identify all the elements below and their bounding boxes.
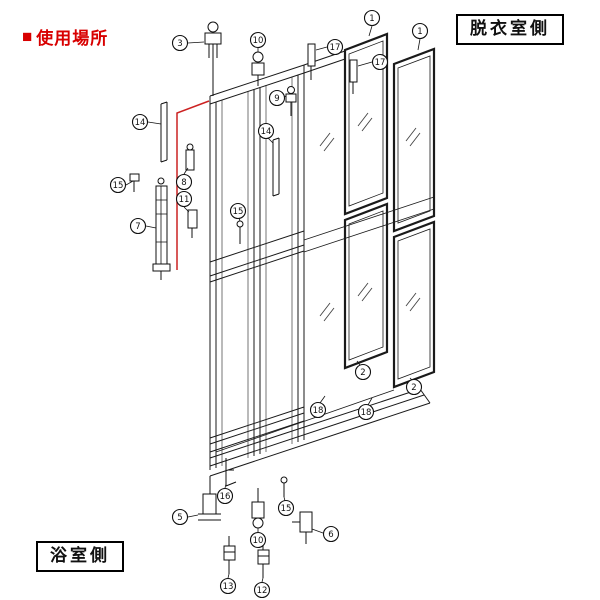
callout-16: 16 [216, 487, 234, 505]
callout-14b: 14 [257, 122, 275, 140]
svg-text:16: 16 [220, 492, 231, 502]
part-clip-16 [225, 458, 237, 487]
svg-text:5: 5 [177, 513, 182, 523]
callout-5: 5 [171, 508, 189, 526]
callout-2a: 2 [354, 363, 372, 381]
svg-text:15: 15 [281, 504, 292, 514]
callout-2b: 2 [405, 378, 423, 396]
callout-13: 13 [219, 577, 237, 595]
part-lock-bar-7 [152, 177, 171, 280]
part-clip-17b [349, 59, 358, 94]
callout-18b: 18 [357, 403, 375, 421]
svg-text:15: 15 [113, 181, 124, 191]
svg-text:6: 6 [328, 530, 333, 540]
callout-7: 7 [129, 217, 147, 235]
bottom-track [209, 388, 431, 477]
svg-text:2: 2 [411, 383, 416, 393]
svg-text:13: 13 [223, 582, 234, 592]
svg-text:12: 12 [257, 586, 268, 596]
hardware-parts [129, 21, 358, 578]
usage-location-legend: ■ 使用場所 [22, 24, 108, 49]
svg-text:14: 14 [261, 127, 272, 137]
red-highlight-outline [176, 100, 210, 270]
svg-text:1: 1 [417, 27, 422, 37]
svg-text:14: 14 [135, 118, 146, 128]
svg-text:15: 15 [233, 207, 244, 217]
callout-8: 8 [175, 173, 193, 191]
part-clip-17a [307, 43, 316, 80]
svg-text:1: 1 [369, 14, 374, 24]
part-bottom-guide-5 [198, 476, 221, 521]
part-guide-13 [223, 536, 236, 574]
svg-text:18: 18 [361, 408, 372, 418]
svg-text:8: 8 [181, 178, 186, 188]
svg-text:10: 10 [253, 536, 264, 546]
glass-panels [343, 32, 436, 389]
dressing-room-side-label: 脱衣室側 [456, 14, 564, 45]
svg-text:10: 10 [253, 36, 264, 46]
part-top-roller-3 [204, 21, 222, 96]
callout-10a: 10 [249, 31, 267, 49]
callout-15b: 15 [229, 202, 247, 220]
part-bracket-9 [285, 86, 297, 116]
callout-18a: 18 [309, 401, 327, 419]
part-screw-15a [129, 173, 140, 192]
callout-15c: 15 [277, 499, 295, 517]
callout-3: 3 [171, 34, 189, 52]
part-bottom-roller-10 [251, 488, 265, 529]
part-channel-14a [160, 101, 168, 163]
svg-text:9: 9 [274, 94, 279, 104]
svg-text:2: 2 [360, 368, 365, 378]
door-frame [209, 50, 435, 470]
part-screw-15c [280, 476, 288, 497]
svg-text:11: 11 [179, 195, 190, 205]
glass-hatching [319, 112, 421, 322]
svg-text:3: 3 [177, 39, 182, 49]
red-square-icon: ■ [22, 26, 34, 46]
callout-11: 11 [175, 190, 193, 208]
callout-9: 9 [268, 89, 286, 107]
callouts: 1 1 3 10 17 17 9 14 14 15 8 11 [109, 9, 429, 599]
svg-text:7: 7 [135, 222, 140, 232]
svg-text:17: 17 [375, 58, 386, 68]
leader-lines [125, 25, 421, 583]
bathroom-side-label: 浴室側 [36, 541, 124, 572]
part-top-roller-10 [251, 51, 265, 86]
callout-10b: 10 [249, 531, 267, 549]
part-pin-8 [185, 143, 195, 171]
callout-6: 6 [322, 525, 340, 543]
legend-label: 使用場所 [36, 29, 109, 48]
callout-1a: 1 [363, 9, 381, 27]
svg-text:18: 18 [313, 406, 324, 416]
callout-15a: 15 [109, 176, 127, 194]
callout-12: 12 [253, 581, 271, 599]
callout-14a: 14 [131, 113, 149, 131]
svg-text:17: 17 [330, 43, 341, 53]
part-bracket-6 [292, 511, 313, 544]
callout-17a: 17 [326, 38, 344, 56]
callout-17b: 17 [371, 53, 389, 71]
part-channel-14b [272, 137, 280, 197]
part-screw-15b [236, 220, 244, 244]
callout-1b: 1 [411, 22, 429, 40]
part-bracket-11 [187, 209, 198, 238]
